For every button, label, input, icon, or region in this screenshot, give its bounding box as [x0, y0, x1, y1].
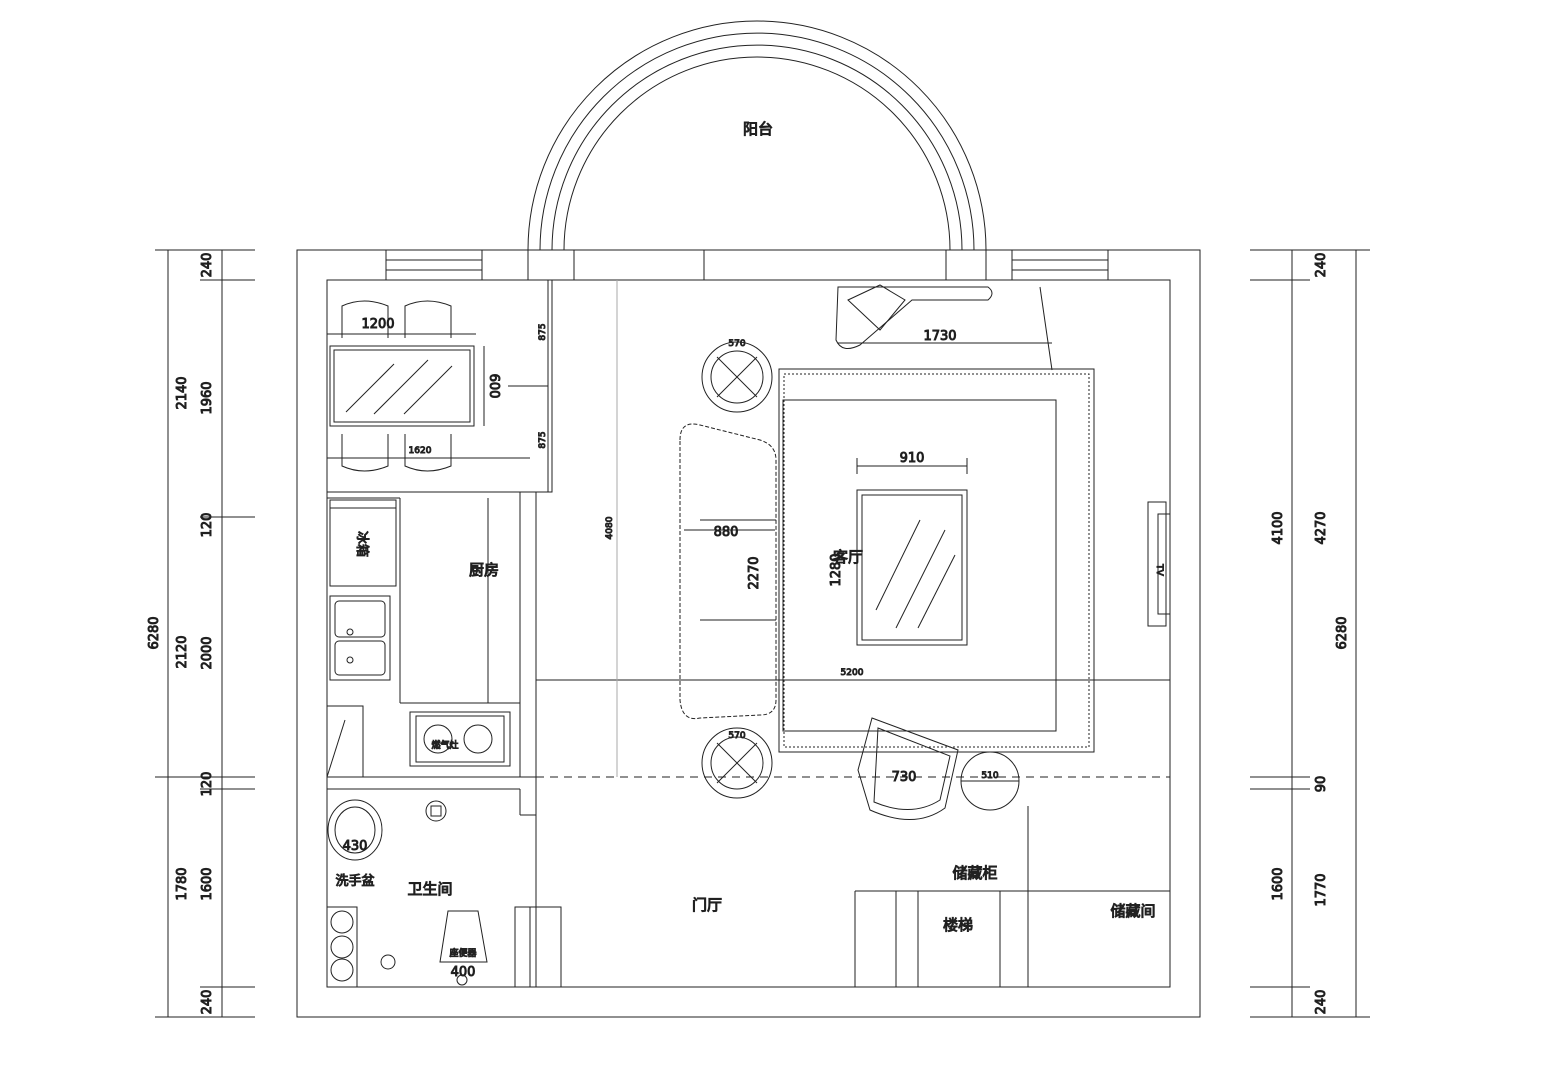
dim-right-inner-a: 240 — [1314, 253, 1329, 278]
sofa — [679, 423, 777, 720]
stove-label: 燃气灶 — [431, 739, 458, 751]
right-dimension-lines — [1250, 249, 1370, 1018]
dim-stool: 510 — [981, 771, 998, 781]
dim-left-e: 120 — [200, 772, 215, 797]
dim-right-total: 6280 — [1335, 616, 1350, 649]
armchair — [857, 717, 959, 820]
floor-drain — [425, 800, 447, 822]
dim-living-span: 5200 — [841, 668, 864, 678]
dim-side-table-b: 570 — [728, 731, 745, 741]
foyer-label: 门厅 — [692, 896, 722, 914]
dim-side-table-a: 570 — [728, 339, 745, 349]
tv-unit — [1147, 501, 1171, 627]
bathroom-label: 卫生间 — [407, 880, 452, 898]
dim-left-top: 2140 — [175, 376, 190, 409]
balcony-label: 阳台 — [743, 120, 773, 138]
dim-left-d: 2000 — [200, 636, 215, 669]
dim-right-inner-d: 1600 — [1271, 867, 1286, 900]
dim-wall-run: 4080 — [605, 516, 615, 539]
dim-left-a: 240 — [200, 253, 215, 278]
gas-stove — [409, 711, 511, 767]
dim-left-b: 1960 — [200, 381, 215, 414]
dining-chairs — [341, 300, 452, 472]
wash-basin — [327, 799, 383, 861]
tv-label: TV — [1154, 563, 1164, 576]
left-dimension-lines — [155, 249, 255, 1018]
side-table-top — [701, 341, 773, 413]
dim-dining-depth: 600 — [486, 374, 501, 399]
living-label: 客厅 — [833, 548, 863, 566]
coffee-table — [856, 489, 968, 646]
kitchen-cabinet — [326, 705, 364, 778]
balcony-arcs — [527, 20, 987, 251]
dim-coffee-width: 910 — [900, 451, 925, 466]
dim-right-inner-f: 240 — [1314, 990, 1329, 1015]
dim-dining-lower: 1620 — [409, 446, 432, 456]
stool — [960, 751, 1020, 811]
toilet-label: 座便器 — [449, 947, 476, 959]
basin-label: 洗手盆 — [335, 874, 374, 889]
dim-armchair: 730 — [892, 770, 917, 785]
dim-left-total: 6280 — [147, 616, 162, 649]
dining-table — [329, 345, 475, 427]
dim-toilet: 400 — [451, 965, 476, 980]
stairs-label: 楼梯 — [943, 916, 973, 934]
storage-room-label: 储藏间 — [1110, 902, 1155, 920]
mop-sink — [380, 954, 396, 970]
dim-left-c: 120 — [200, 513, 215, 538]
dim-coffee-height: 1280 — [829, 553, 844, 586]
top-windows — [385, 249, 1109, 281]
dim-left-mid: 2120 — [175, 635, 190, 668]
dim-right-inner-e: 1770 — [1314, 873, 1329, 906]
lounge-chair — [835, 284, 1053, 371]
dim-left-f: 1600 — [200, 867, 215, 900]
dim-right-inner-c: 90 — [1314, 776, 1329, 793]
rug — [778, 368, 1095, 753]
dim-right-inner-b: 4270 — [1314, 511, 1329, 544]
dim-basin: 430 — [343, 839, 368, 854]
fridge — [329, 499, 397, 587]
dim-right-a: 4100 — [1271, 511, 1286, 544]
storage-cabinet-label: 储藏柜 — [952, 864, 997, 882]
interior-walls — [327, 279, 1170, 988]
dim-left-bottom: 1780 — [175, 867, 190, 900]
fridge-label: 冰箱 — [354, 531, 370, 557]
dim-dining-side-b: 875 — [538, 431, 548, 448]
toilet — [439, 910, 488, 986]
dim-sofa-length: 2270 — [747, 556, 762, 589]
dim-sofa-depth: 880 — [714, 525, 739, 540]
dim-left-g: 240 — [200, 990, 215, 1015]
kitchen-sink — [329, 595, 391, 681]
dim-dining-width: 1200 — [361, 317, 394, 332]
dim-dining-side-a: 875 — [538, 323, 548, 340]
dim-living-top: 1730 — [923, 329, 956, 344]
shower-tray — [326, 906, 358, 988]
kitchen-label: 厨房 — [469, 561, 499, 579]
side-table-bottom — [701, 727, 773, 799]
